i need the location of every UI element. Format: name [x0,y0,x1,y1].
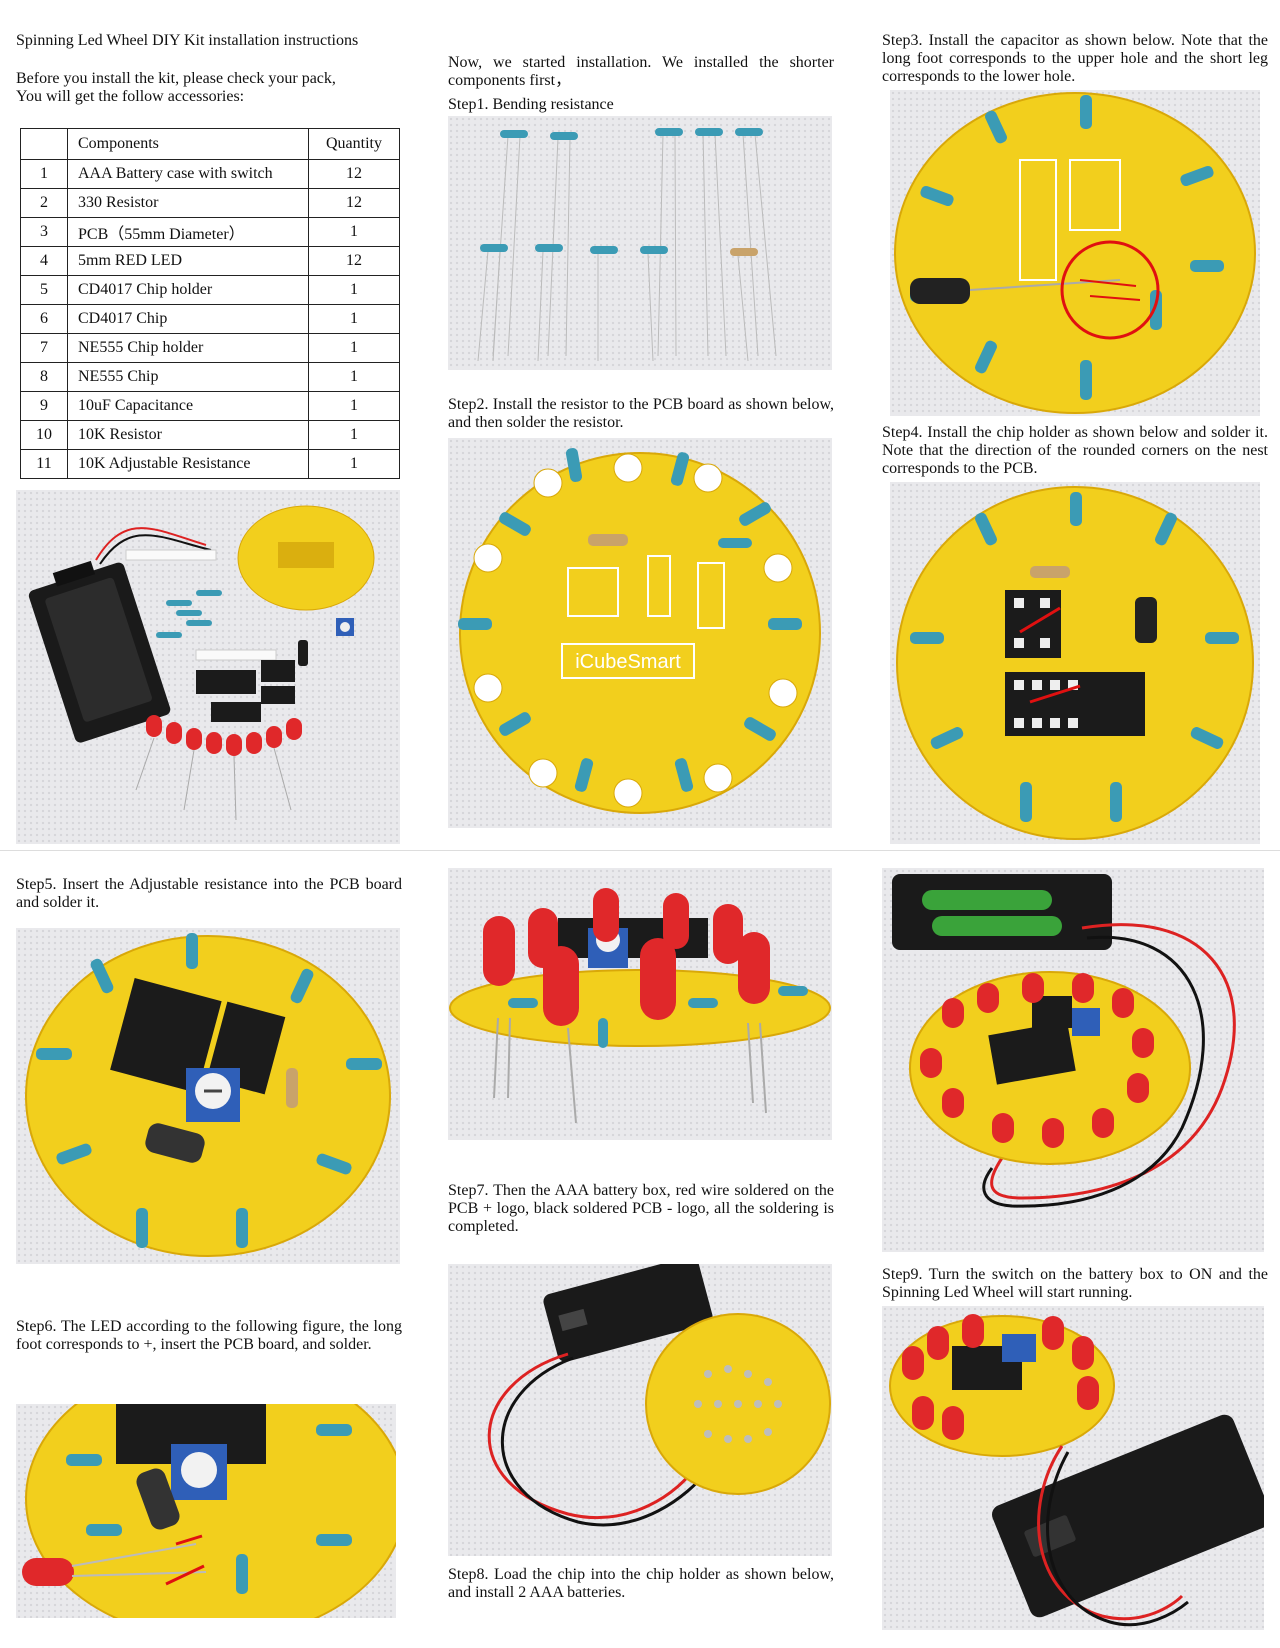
row-quantity: 1 [308,449,400,479]
step6-photo [16,1404,396,1618]
row-quantity: 12 [308,188,400,218]
step7-text: Step7. Then the AAA battery box, red wir… [448,1182,834,1235]
row-quantity: 1 [308,217,400,247]
row-component: 10uF Capacitance [67,391,309,421]
battery-wiring-illustration [487,1264,831,1527]
adjustable-resistor-illustration [25,933,391,1257]
step3-text: Step3. Install the capacitor as shown be… [882,32,1268,85]
start-text: Now, we started installation. We install… [448,54,834,89]
header-components: Components [67,128,309,160]
bent-resistors-illustration [477,128,777,362]
kit-contents-photo [16,490,400,844]
row-component: 10K Resistor [67,420,309,450]
row-no: 8 [20,362,68,392]
pcb-resistors-illustration: iCubeSmart [458,448,821,814]
header-no [20,128,68,160]
row-component: 10K Adjustable Resistance [67,449,309,479]
row-component: AAA Battery case with switch [67,159,309,189]
step3-photo [890,90,1260,416]
table-header-row: Components Quantity [20,128,400,160]
pcb-logo-label: iCubeSmart [575,651,681,673]
row-no: 3 [20,217,68,247]
kit-contents-illustration [28,505,375,821]
chip-holder-install-illustration [896,486,1254,840]
step2-photo: iCubeSmart [448,438,832,828]
step8-text: Step8. Load the chip into the chip holde… [448,1566,834,1601]
row-quantity: 1 [308,362,400,392]
capacitor-install-illustration [894,92,1256,414]
step5-text: Step5. Insert the Adjustable resistance … [16,876,402,911]
row-quantity: 1 [308,304,400,334]
step6-text: Step6. The LED according to the followin… [16,1318,402,1353]
row-no: 1 [20,159,68,189]
step8-photo [448,1264,832,1556]
row-quantity: 12 [308,246,400,276]
intro-text: Before you install the kit, please check… [16,70,336,105]
row-no: 2 [20,188,68,218]
row-no: 11 [20,449,68,479]
row-quantity: 1 [308,391,400,421]
step9a-photo [882,868,1264,1252]
row-component: 330 Resistor [67,188,309,218]
row-component: PCB（55mm Diameter） [67,217,309,247]
row-quantity: 12 [308,159,400,189]
step5-photo [16,928,400,1264]
row-no: 7 [20,333,68,363]
row-no: 10 [20,420,68,450]
step4-photo [890,482,1260,844]
step1-text: Step1. Bending resistance [448,96,614,113]
row-component: 5mm RED LED [67,246,309,276]
step1-photo [448,116,832,370]
row-no: 9 [20,391,68,421]
step7-photo [448,868,832,1140]
running-wheel-illustration [889,1314,1264,1627]
step4-text: Step4. Install the chip holder as shown … [882,424,1268,477]
section-divider [0,850,1280,851]
row-quantity: 1 [308,420,400,450]
row-no: 4 [20,246,68,276]
row-quantity: 1 [308,275,400,305]
header-quantity: Quantity [308,128,400,160]
row-quantity: 1 [308,333,400,363]
leds-soldered-illustration [449,888,831,1124]
step9-text: Step9. Turn the switch on the battery bo… [882,1266,1268,1301]
row-component: NE555 Chip [67,362,309,392]
step9b-photo [882,1306,1264,1630]
row-component: CD4017 Chip [67,304,309,334]
row-no: 5 [20,275,68,305]
doc-title: Spinning Led Wheel DIY Kit installation … [16,32,359,49]
step2-text: Step2. Install the resistor to the PCB b… [448,396,834,431]
row-component: NE555 Chip holder [67,333,309,363]
row-no: 6 [20,304,68,334]
assembled-wheel-illustration [892,874,1236,1208]
row-component: CD4017 Chip holder [67,275,309,305]
led-install-illustration [22,1404,396,1618]
